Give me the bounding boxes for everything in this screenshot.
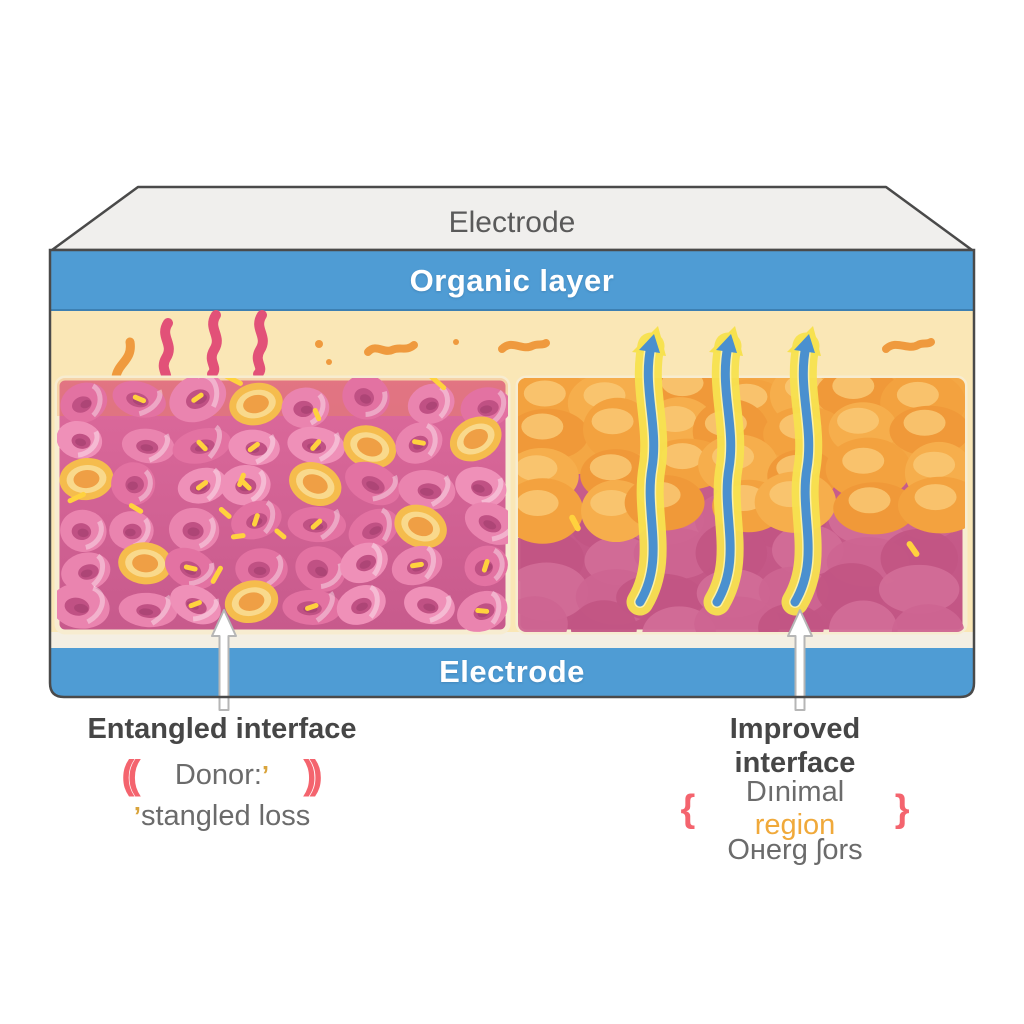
red-double-paren-close-icon: )) — [303, 753, 323, 797]
right-caption-line2: Oнerg ʃors — [681, 834, 910, 867]
red-brace-open-icon: { — [680, 788, 696, 830]
charge-pathway-arrows — [626, 326, 823, 616]
right-caption-line1: { Dınimal region } — [680, 776, 910, 841]
right-caption-word1: Dınimal — [745, 776, 845, 808]
interface-squiggles — [111, 310, 935, 387]
left-caption-word: Donor: — [174, 758, 262, 791]
top-electrode-label: Electrode — [448, 206, 576, 239]
right-caption-title: Improved interface — [729, 713, 861, 779]
bottom-electrode-label: Electrode — [439, 654, 585, 689]
yellow-tick-icon: ’ — [261, 759, 270, 790]
pointer-arrow-right — [787, 609, 813, 711]
right-caption-line2-text: Oнerg ʃors — [727, 834, 863, 866]
organic-layer-label: Organic layer — [409, 263, 615, 298]
pointer-arrow-left — [211, 609, 237, 711]
left-caption-line2-text: stangled loss — [140, 800, 311, 832]
entangled-panel-content — [57, 378, 508, 632]
red-brace-close-icon: } — [894, 788, 910, 830]
yellow-tick-icon: ’ — [133, 801, 141, 831]
left-caption-line1: (( Donor:’ )) — [87, 754, 356, 796]
left-caption: Entangled interface (( Donor:’ )) ’stang… — [87, 712, 356, 833]
organic-layer-band — [50, 250, 974, 311]
red-double-paren-open-icon: (( — [121, 753, 141, 797]
left-caption-title: Entangled interface — [87, 713, 357, 745]
right-caption-word2: region — [754, 809, 836, 841]
left-caption-line2: ’stangled loss — [87, 800, 356, 833]
right-caption: Improved interface { Dınimal region } Oн… — [681, 712, 910, 867]
bottom-electrode-band — [50, 648, 974, 697]
